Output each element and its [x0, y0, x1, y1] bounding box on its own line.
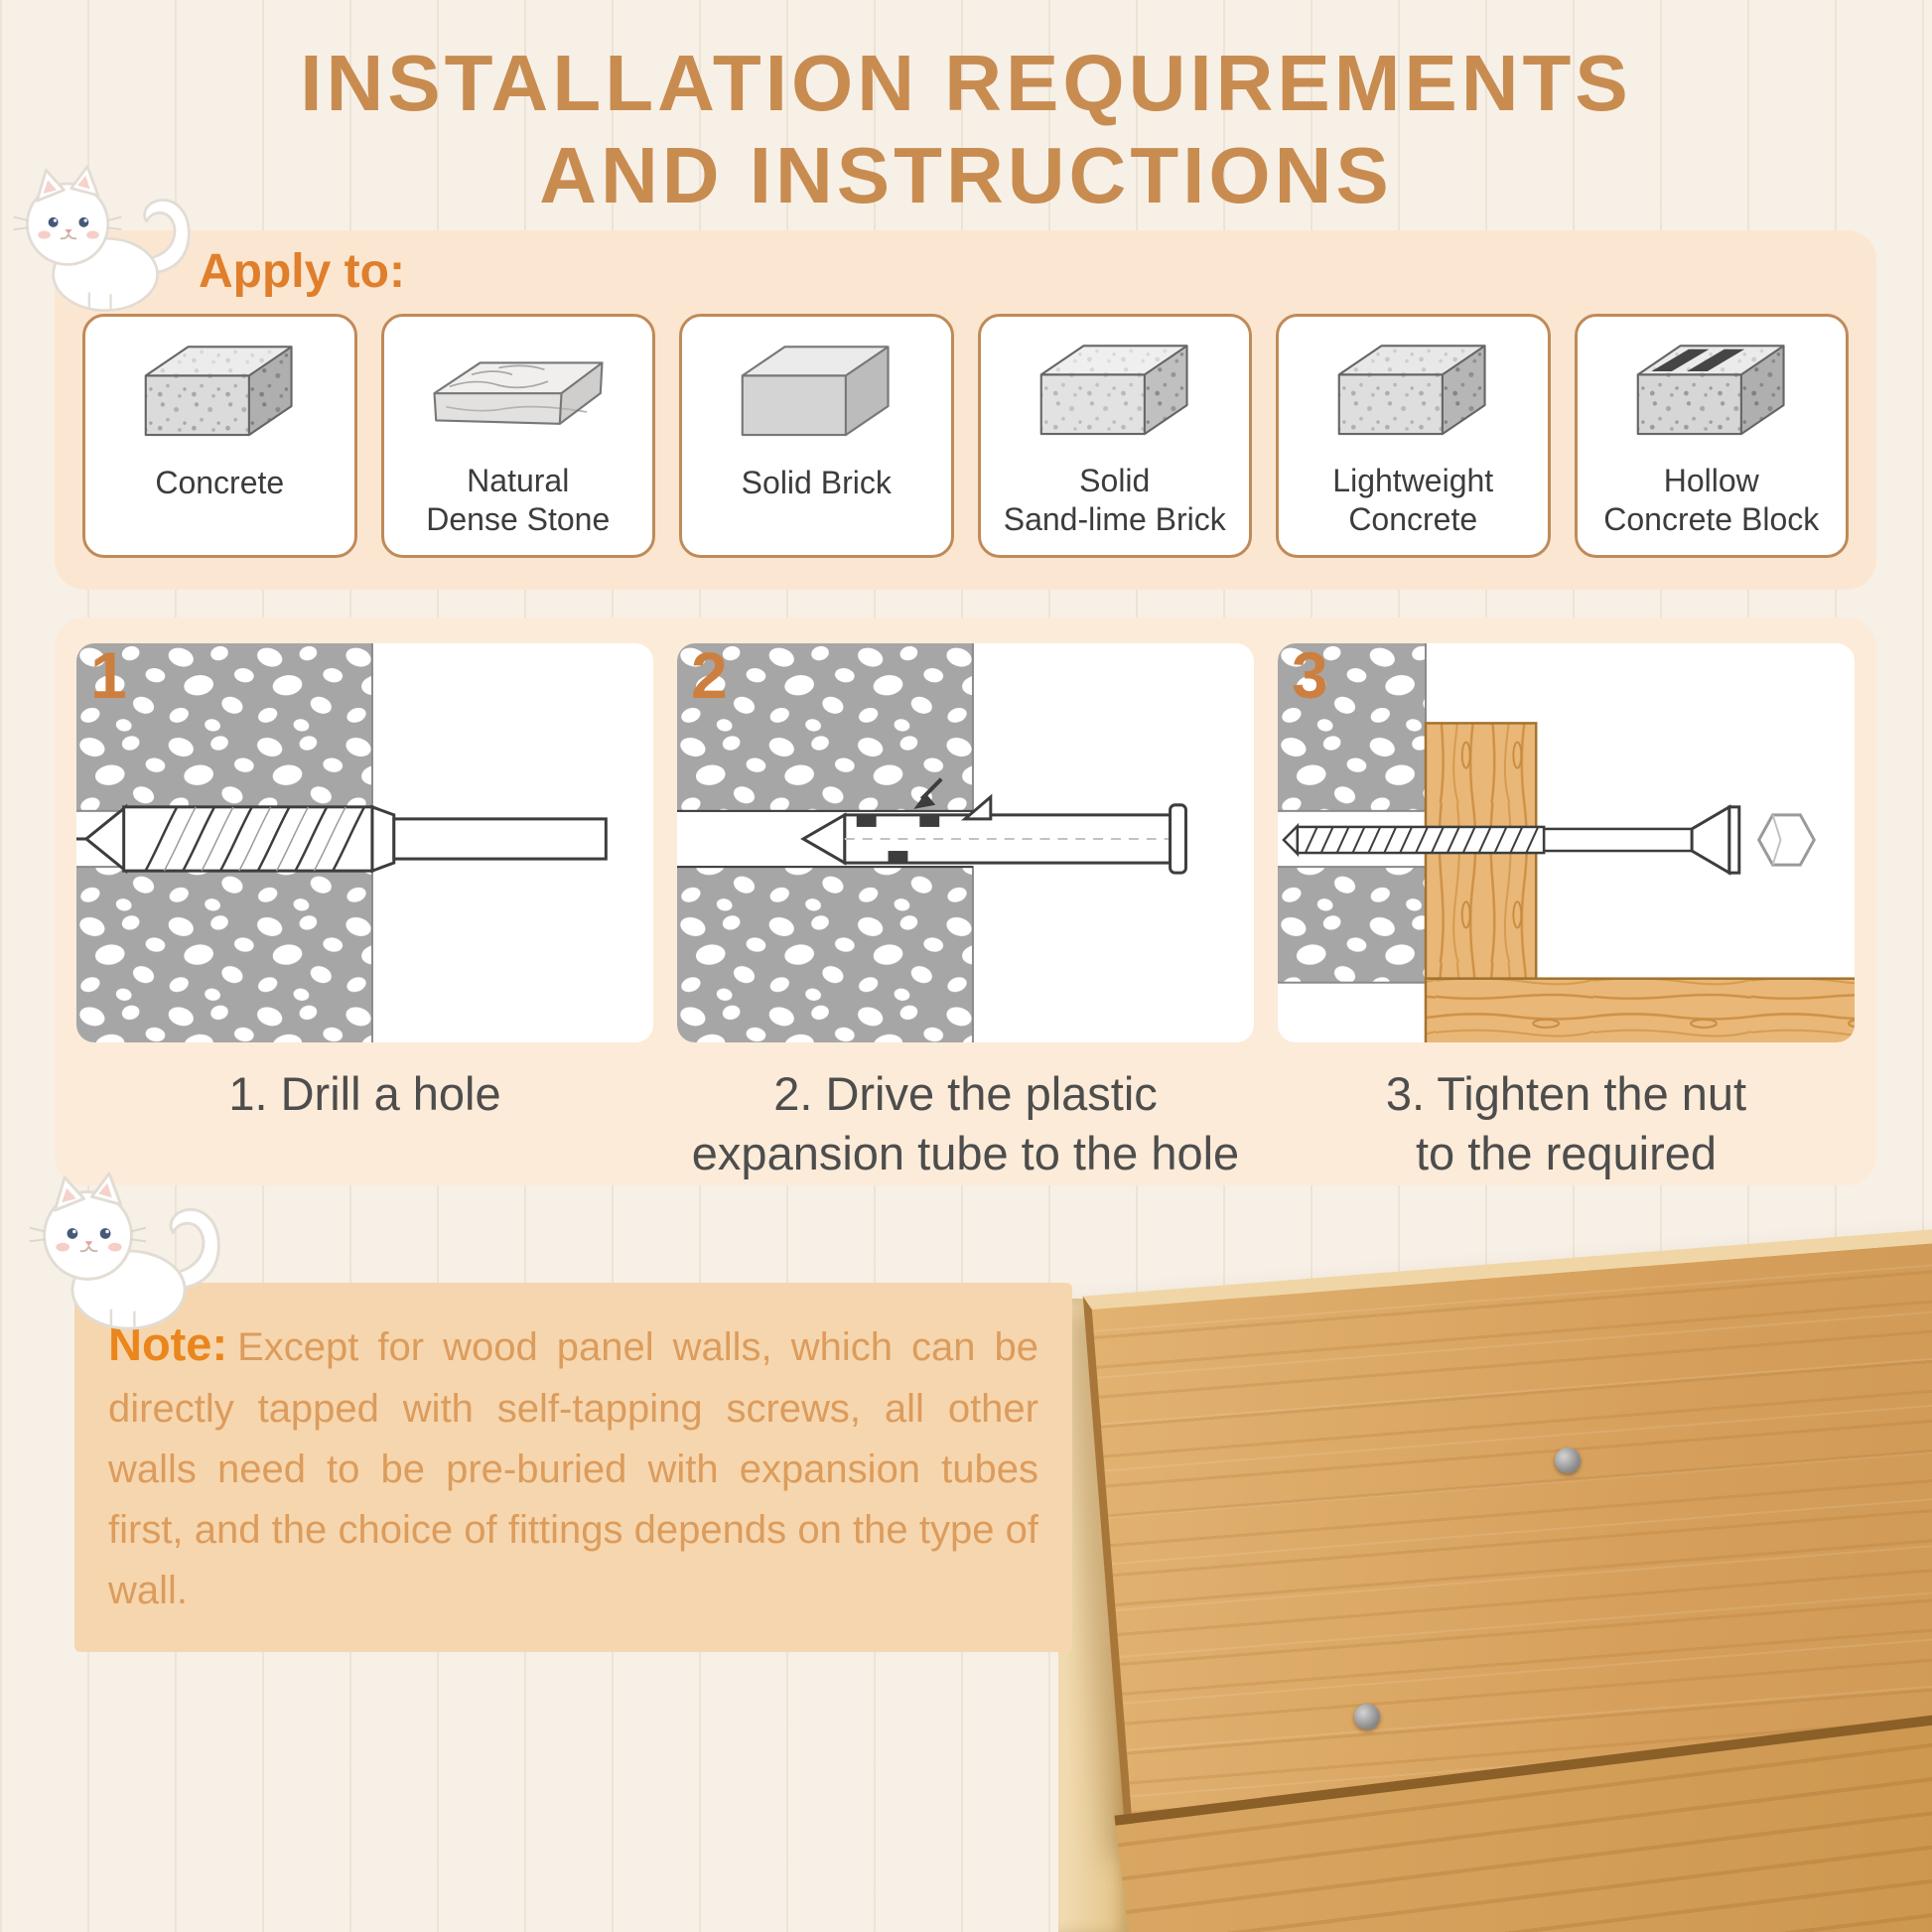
- material-card-solid-brick: Solid Brick: [679, 314, 954, 558]
- wooden-furniture-corner-photo: [1058, 1207, 1932, 1932]
- material-card-sand-lime-brick: Solid Sand-lime Brick: [977, 314, 1252, 558]
- material-card-lightweight-concrete: Lightweight Concrete: [1276, 314, 1551, 558]
- note-paragraph: Note:Except for wood panel walls, which …: [108, 1309, 1038, 1621]
- material-label: Concrete: [155, 465, 285, 500]
- screw-icon: [1555, 1448, 1581, 1473]
- step-2: 2 2. Drive the plastic expansion tube to…: [677, 638, 1254, 1185]
- material-card-concrete: Concrete: [82, 314, 357, 558]
- step-1: 1 1. Drill a hole: [76, 638, 653, 1185]
- material-label: Solid Brick: [741, 465, 892, 500]
- step-2-number: 2: [691, 638, 728, 712]
- apply-to-heading: Apply to:: [199, 245, 405, 298]
- apply-to-panel: Apply to: Concrete: [55, 230, 1876, 590]
- lightweight-concrete-icon: [1279, 317, 1548, 462]
- note-body: Except for wood panel walls, which can b…: [108, 1325, 1038, 1612]
- solid-sand-lime-brick-icon: [981, 317, 1250, 462]
- material-card-hollow-concrete-block: Hollow Concrete Block: [1574, 314, 1849, 558]
- page-title-line1: INSTALLATION REQUIREMENTS: [300, 39, 1632, 127]
- expansion-tube-illustration: [677, 643, 1254, 1042]
- material-label: Hollow Concrete Block: [1603, 462, 1820, 537]
- tighten-screw-illustration: [1278, 643, 1855, 1042]
- natural-dense-stone-icon: [384, 317, 653, 462]
- installation-steps-panel: 1 1. Drill a hole 2: [55, 618, 1876, 1185]
- step-1-caption: 1. Drill a hole: [228, 1067, 501, 1120]
- step-1-number: 1: [90, 638, 127, 712]
- note-panel: Note:Except for wood panel walls, which …: [74, 1283, 1072, 1652]
- cat-mascot-bottom-icon: [28, 1172, 231, 1331]
- material-label: Natural Dense Stone: [426, 462, 611, 537]
- page-title-line2: AND INSTRUCTIONS: [539, 130, 1393, 219]
- screw-icon: [1354, 1704, 1380, 1729]
- material-cards-row: Concrete Natural Dense Stone: [82, 314, 1849, 558]
- hollow-concrete-block-icon: [1578, 317, 1847, 462]
- cat-mascot-top-icon: [12, 165, 201, 313]
- material-label: Lightweight Concrete: [1332, 462, 1494, 537]
- step-2-caption: 2. Drive the plastic expansion tube to t…: [691, 1067, 1240, 1180]
- material-label: Solid Sand-lime Brick: [1003, 462, 1226, 537]
- step-3: 3 3. Tighten the nut to the required: [1278, 638, 1855, 1185]
- solid-brick-icon: [682, 317, 951, 464]
- step-3-caption: 3. Tighten the nut to the required: [1385, 1067, 1747, 1180]
- concrete-block-icon: [85, 317, 354, 464]
- drill-hole-illustration: [76, 643, 653, 1042]
- step-3-number: 3: [1292, 638, 1328, 712]
- material-card-natural-dense-stone: Natural Dense Stone: [380, 314, 655, 558]
